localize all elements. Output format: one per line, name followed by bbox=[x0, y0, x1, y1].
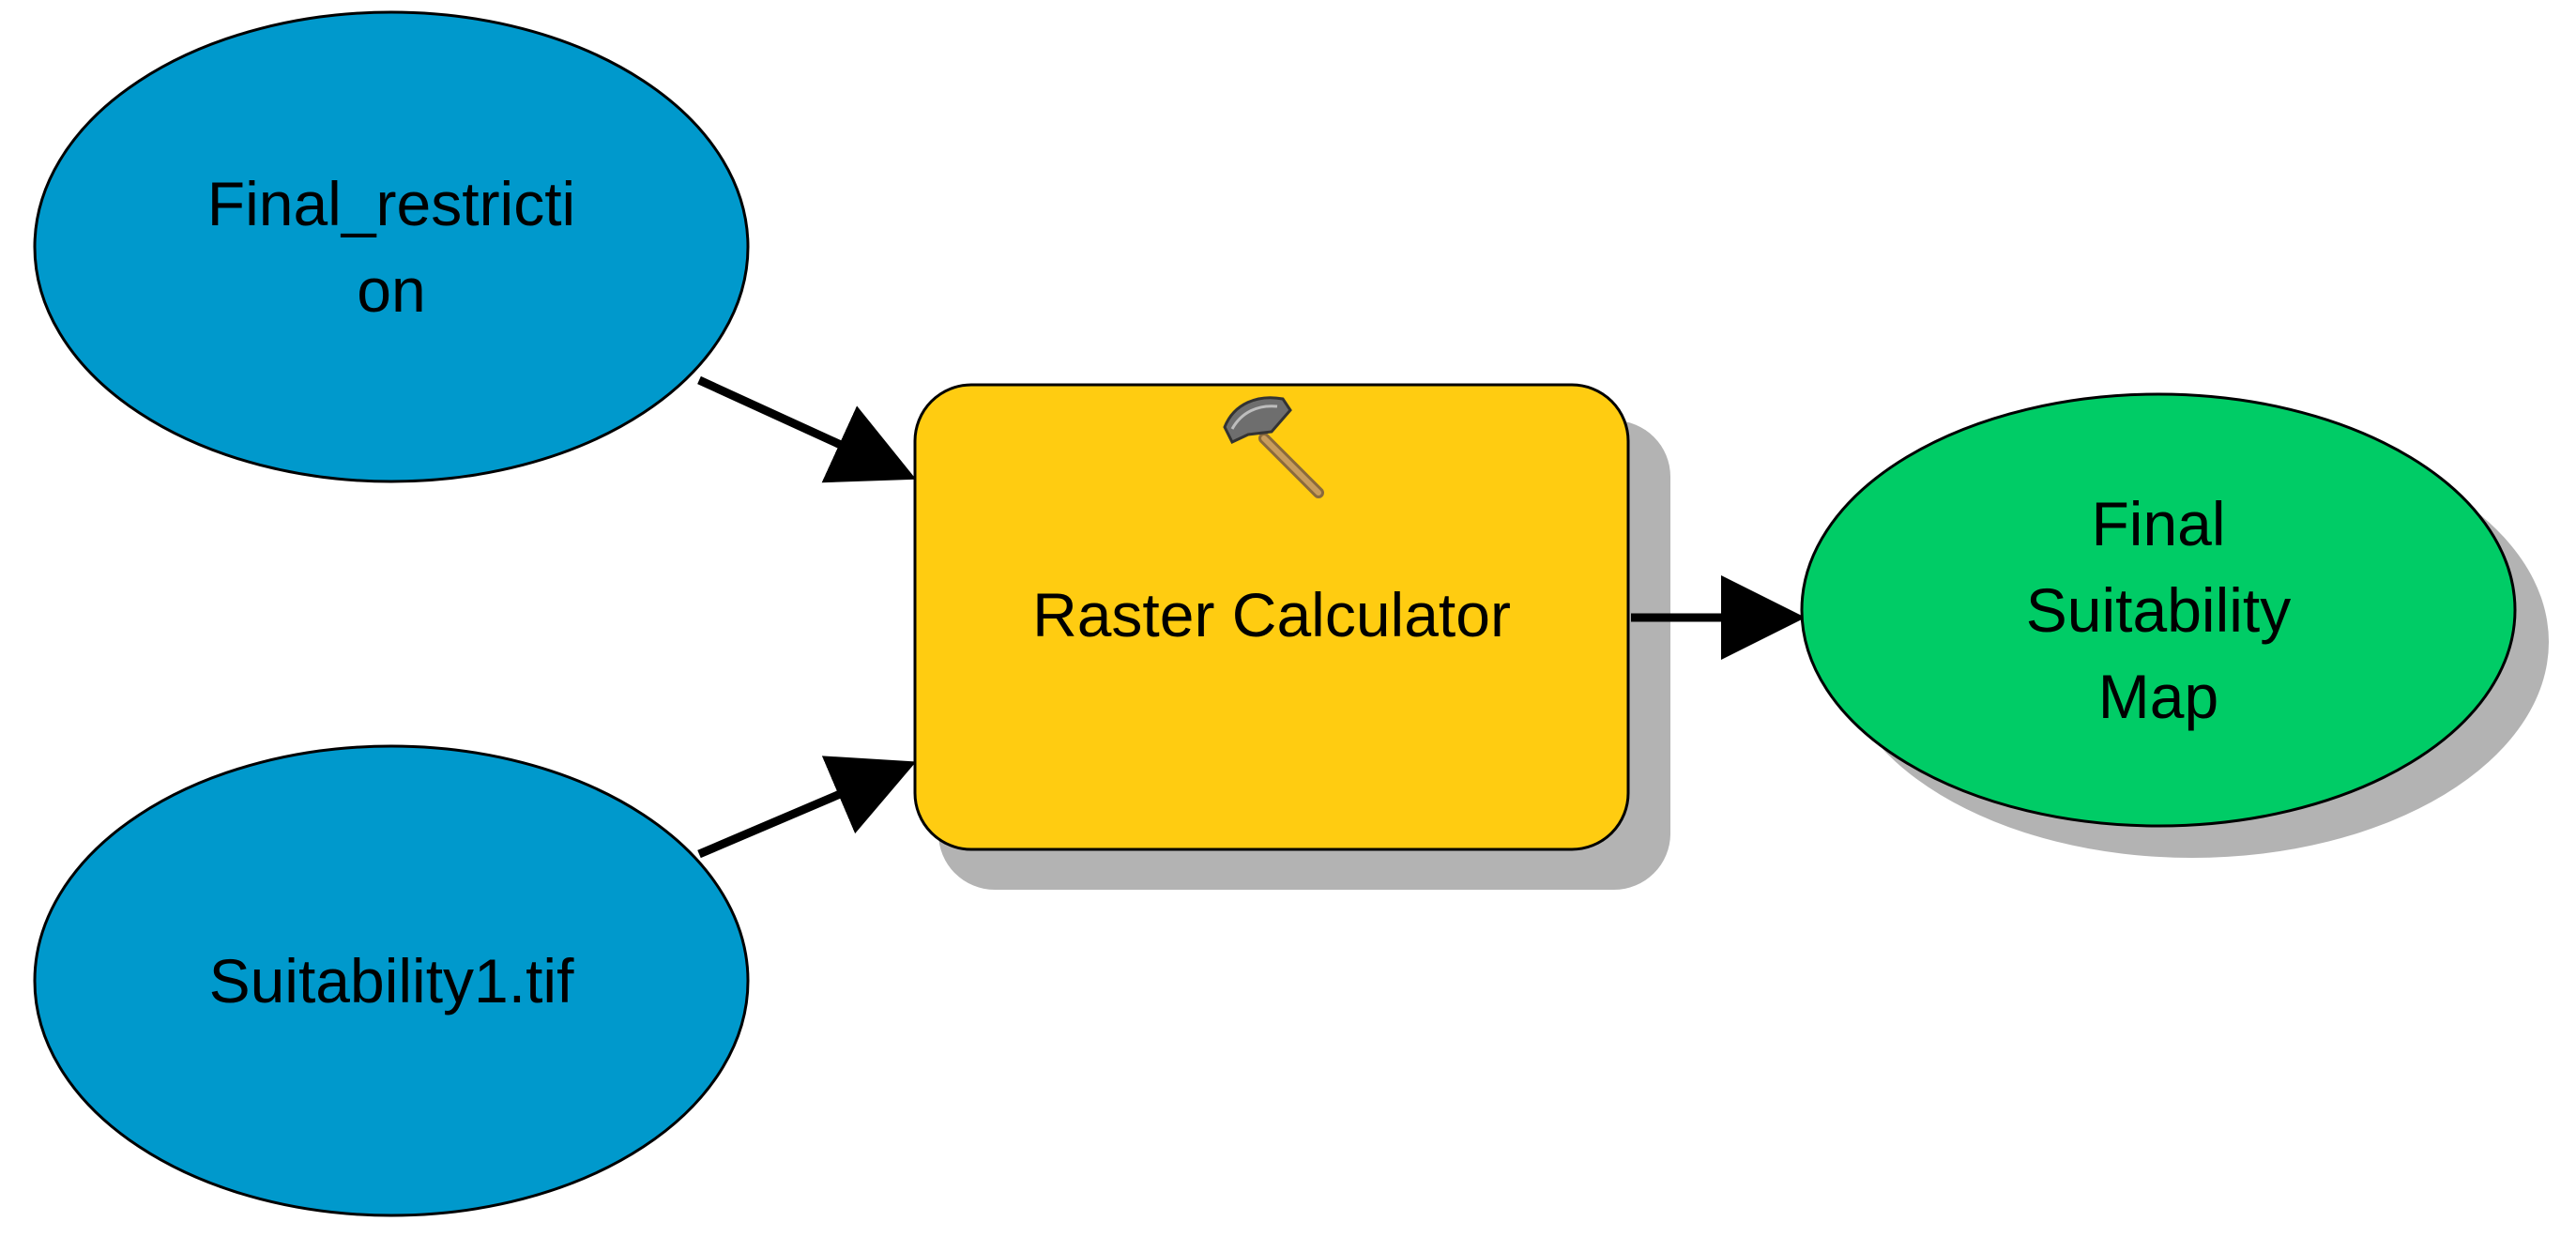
tool-node-raster-calculator-label: Raster Calculator bbox=[1032, 580, 1511, 649]
input-node-suitability1[interactable] bbox=[33, 744, 750, 1217]
input-node-suitability1-label: Suitability1.tif bbox=[208, 946, 574, 1016]
tool-node-raster-calculator[interactable] bbox=[913, 383, 1630, 851]
input-node-final-restriction[interactable] bbox=[33, 10, 750, 483]
output-node-final-suitability-map[interactable] bbox=[1800, 392, 2517, 828]
edge-input1-to-tool bbox=[697, 375, 917, 483]
output-node-final-suitability-map-label: Final Suitability Map bbox=[2025, 489, 2292, 731]
hammer-icon bbox=[1223, 396, 1324, 498]
input-node-final-restriction-label: Final_restricti on bbox=[206, 169, 576, 325]
edge-input2-to-tool bbox=[697, 756, 917, 859]
